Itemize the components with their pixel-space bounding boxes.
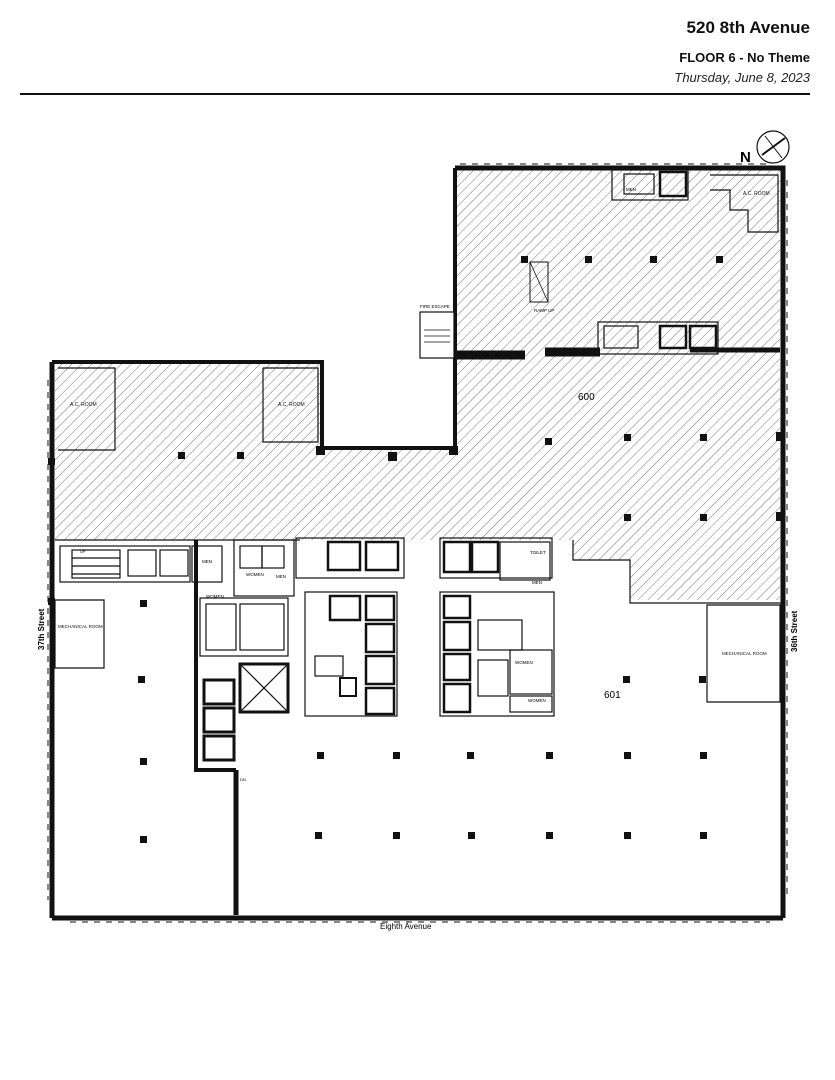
mechanical-room-left: MECHANICAL ROOM	[54, 599, 105, 669]
men-room-label: MEN	[202, 559, 212, 564]
women-room-label: WOMEN	[528, 698, 546, 703]
toilet-label: TOILET	[530, 550, 546, 555]
street-label-36th: 36th Street	[790, 610, 799, 652]
street-label-37th: 37th Street	[37, 608, 46, 650]
compass-label: N	[740, 149, 751, 166]
mechanical-room-right: MECHANICAL ROOM	[706, 604, 781, 703]
suite-600-label: 600	[578, 392, 595, 403]
men-room-label: MEN	[532, 580, 542, 585]
svg-text:MECHANICAL ROOM: MECHANICAL ROOM	[58, 624, 103, 629]
header-divider	[20, 93, 810, 95]
page-header: 520 8th Avenue FLOOR 6 - No Theme Thursd…	[674, 18, 810, 85]
page-title: 520 8th Avenue	[686, 18, 810, 37]
north-compass-icon: N	[740, 130, 790, 166]
street-label-eighth-avenue: Eighth Avenue	[380, 922, 432, 931]
men-room-label: MEN	[626, 187, 636, 192]
women-room-label: WOMEN	[246, 572, 264, 577]
ac-room-northeast: A.C. ROOM	[710, 174, 779, 233]
floor-subtitle: FLOOR 6 - No Theme	[679, 50, 810, 65]
stair-down-label: DN	[240, 777, 246, 782]
svg-text:A.C. ROOM: A.C. ROOM	[70, 402, 97, 408]
svg-text:A.C. ROOM: A.C. ROOM	[743, 191, 770, 197]
svg-text:A.C. ROOM: A.C. ROOM	[278, 402, 305, 408]
women-room-label: WOMEN	[206, 594, 224, 599]
ac-room-middle: A.C. ROOM	[262, 367, 319, 443]
men-room-label: MEN	[276, 574, 286, 579]
svg-text:FIRE ESCAPE: FIRE ESCAPE	[420, 304, 450, 309]
west-core	[59, 539, 295, 915]
svg-text:RAMP UP: RAMP UP	[534, 308, 554, 313]
east-core	[439, 537, 555, 717]
ramp: RAMP UP	[529, 261, 554, 313]
northeast-core	[597, 169, 719, 355]
stair-up-label: UP	[80, 549, 86, 554]
central-core	[295, 537, 405, 717]
suite-601-label: 601	[604, 690, 621, 701]
svg-text:MECHANICAL ROOM: MECHANICAL ROOM	[722, 651, 767, 656]
fire-escape: FIRE ESCAPE	[419, 304, 455, 359]
ac-room-left: A.C. ROOM	[58, 367, 116, 451]
suite-600-area[interactable]	[55, 170, 780, 600]
building-walls	[47, 163, 788, 923]
date-label: Thursday, June 8, 2023	[674, 70, 810, 85]
structural-columns	[48, 256, 785, 843]
women-room-label: WOMEN	[515, 660, 533, 665]
